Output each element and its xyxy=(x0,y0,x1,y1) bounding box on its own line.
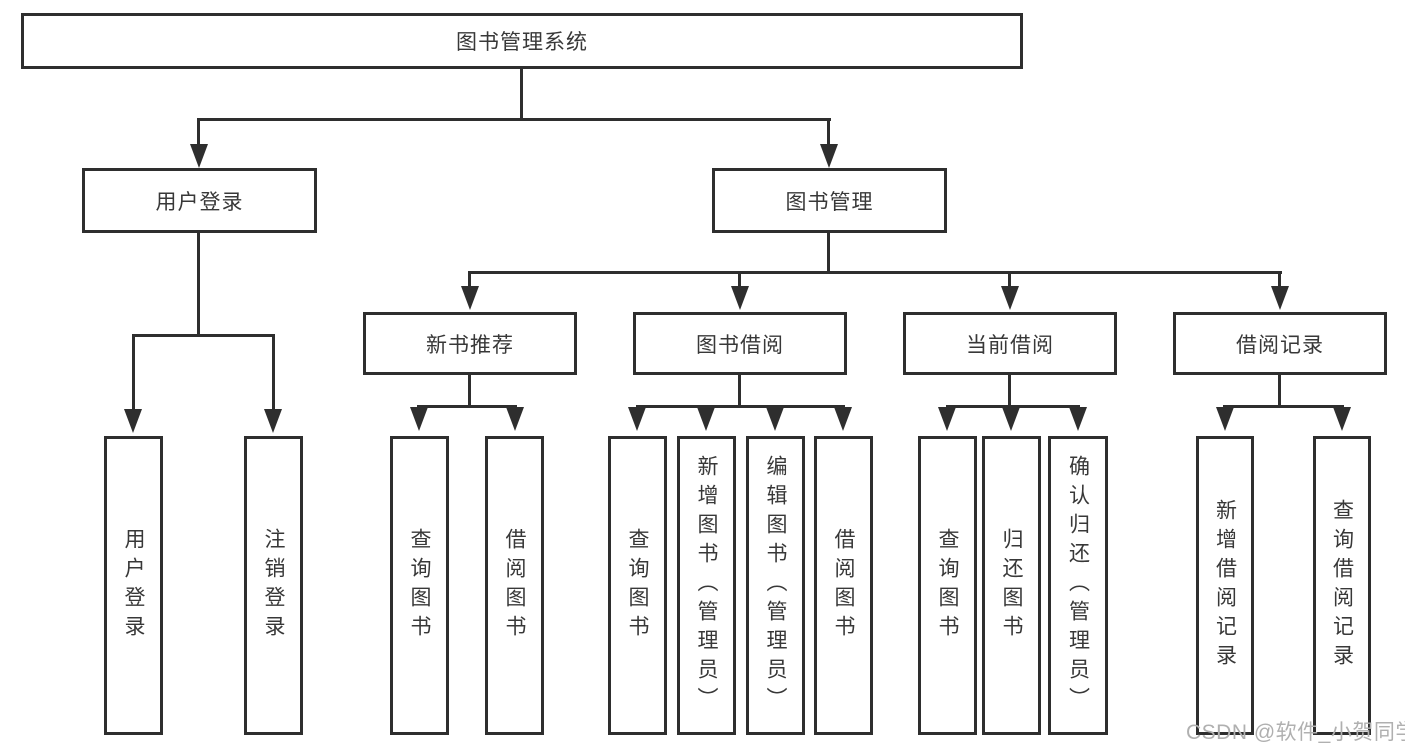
arrow-down-icon xyxy=(1271,286,1289,310)
connector-line xyxy=(417,405,517,408)
arrow-down-icon xyxy=(1002,407,1020,431)
leaf-label: 查询图书 xyxy=(626,527,649,644)
connector-line xyxy=(468,271,1282,274)
leaf-label: 查询借阅记录 xyxy=(1330,498,1354,673)
arrow-down-icon xyxy=(1001,286,1019,310)
node-user-login: 用户登录 xyxy=(82,168,317,233)
arrow-down-icon xyxy=(506,407,524,431)
node-book-borrowing: 图书借阅 xyxy=(633,312,847,375)
connector-line xyxy=(520,69,523,121)
leaf-borrow-books-recommend: 借阅图书 xyxy=(485,436,544,735)
node-library-management-system: 图书管理系统 xyxy=(21,13,1023,69)
connector-line xyxy=(197,118,831,121)
leaf-label: 新增借阅记录 xyxy=(1213,498,1237,673)
arrow-down-icon xyxy=(731,286,749,310)
node-borrowing-records: 借阅记录 xyxy=(1173,312,1387,375)
connector-line xyxy=(1223,405,1344,408)
csdn-watermark: CSDN @软件_小贺同学 xyxy=(1186,721,1405,744)
connector-line xyxy=(197,233,200,337)
leaf-query-books-recommend: 查询图书 xyxy=(390,436,449,735)
leaf-label: 确认归还（管理员） xyxy=(1066,455,1090,716)
arrow-down-icon xyxy=(1069,407,1087,431)
arrow-down-icon xyxy=(820,144,838,168)
arrow-down-icon xyxy=(1333,407,1351,431)
leaf-label: 用户登录 xyxy=(122,527,145,644)
leaf-label: 借阅图书 xyxy=(832,527,855,644)
arrow-down-icon xyxy=(410,407,428,431)
connector-line xyxy=(468,271,471,288)
arrow-down-icon xyxy=(264,409,282,433)
arrow-down-icon xyxy=(834,407,852,431)
leaf-label: 查询图书 xyxy=(408,527,431,644)
leaf-label: 查询图书 xyxy=(936,527,959,644)
leaf-query-books-borrowing: 查询图书 xyxy=(608,436,667,735)
arrow-down-icon xyxy=(766,407,784,431)
leaf-confirm-return-admin: 确认归还（管理员） xyxy=(1048,436,1108,735)
leaf-label: 编辑图书（管理员） xyxy=(764,455,787,716)
leaf-logout: 注销登录 xyxy=(244,436,303,735)
connector-line xyxy=(197,118,200,146)
connector-line xyxy=(132,334,275,337)
connector-line xyxy=(468,375,471,408)
arrow-down-icon xyxy=(461,286,479,310)
leaf-add-book-admin: 新增图书（管理员） xyxy=(677,436,736,735)
leaf-query-borrow-record: 查询借阅记录 xyxy=(1313,436,1371,735)
node-new-book-recommendation: 新书推荐 xyxy=(363,312,577,375)
connector-line xyxy=(827,118,830,146)
leaf-label: 借阅图书 xyxy=(503,527,526,644)
leaf-label: 新增图书（管理员） xyxy=(695,455,718,716)
arrow-down-icon xyxy=(938,407,956,431)
leaf-query-books-current: 查询图书 xyxy=(918,436,977,735)
connector-line xyxy=(946,405,1080,408)
connector-line xyxy=(827,233,830,274)
connector-line xyxy=(738,271,741,288)
node-current-borrowing: 当前借阅 xyxy=(903,312,1117,375)
arrow-down-icon xyxy=(190,144,208,168)
leaf-user-login: 用户登录 xyxy=(104,436,163,735)
arrow-down-icon xyxy=(697,407,715,431)
leaf-edit-book-admin: 编辑图书（管理员） xyxy=(746,436,805,735)
leaf-add-borrow-record: 新增借阅记录 xyxy=(1196,436,1254,735)
leaf-borrow-books-borrowing: 借阅图书 xyxy=(814,436,873,735)
connector-line xyxy=(1008,375,1011,408)
node-book-management: 图书管理 xyxy=(712,168,947,233)
leaf-label: 归还图书 xyxy=(1000,527,1023,644)
connector-line xyxy=(272,334,275,412)
leaf-return-books: 归还图书 xyxy=(982,436,1041,735)
arrow-down-icon xyxy=(124,409,142,433)
connector-line xyxy=(132,334,135,412)
connector-line xyxy=(1008,271,1011,288)
connector-line xyxy=(1278,271,1281,288)
connector-line xyxy=(1278,375,1281,408)
arrow-down-icon xyxy=(1216,407,1234,431)
arrow-down-icon xyxy=(628,407,646,431)
connector-line xyxy=(738,375,741,408)
connector-line xyxy=(636,405,845,408)
leaf-label: 注销登录 xyxy=(262,527,285,644)
